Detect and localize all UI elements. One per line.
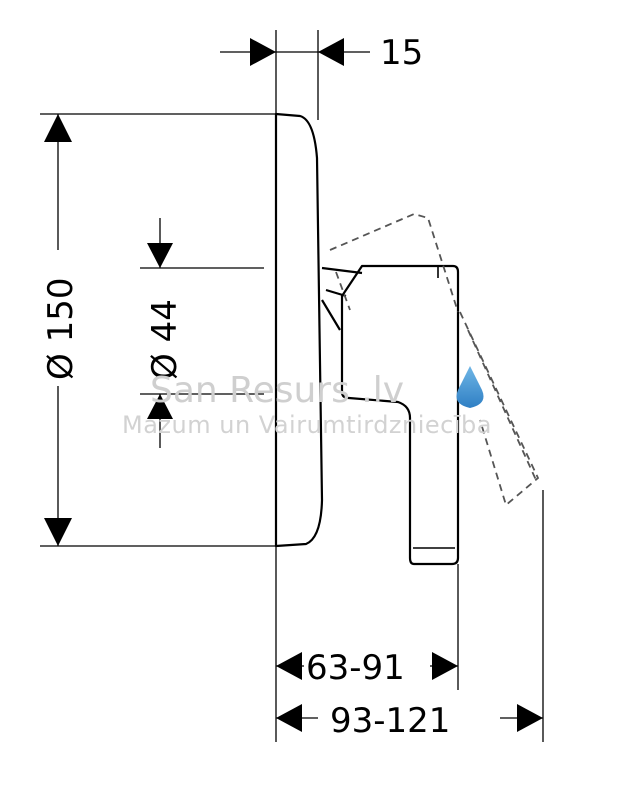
watermark: San Resurs .lv Mazum un Vairumtirdzniecī… — [122, 366, 492, 439]
dim-15-label: 15 — [380, 33, 423, 73]
dim-44-label: Ø 44 — [145, 299, 185, 380]
dim-93-121-label: 93-121 — [330, 701, 450, 741]
dim-63-91-label: 63-91 — [306, 648, 405, 688]
extension-lines — [40, 30, 544, 742]
water-drop-icon — [456, 366, 484, 408]
lever-alt-position — [329, 213, 540, 507]
mixer-outline — [274, 112, 460, 566]
dim-63-91: 63-91 — [276, 646, 458, 688]
lever-body — [340, 264, 460, 566]
dim-150: Ø 150 — [41, 114, 81, 546]
dim-15: 15 — [220, 33, 423, 73]
watermark-brand: San Resurs .lv — [150, 370, 404, 411]
dim-150-label: Ø 150 — [41, 278, 81, 380]
cover-plate — [274, 112, 324, 548]
watermark-tagline: Mazum un Vairumtirdzniecība — [122, 411, 492, 439]
dim-44: Ø 44 — [145, 218, 185, 448]
dim-93-121: 93-121 — [276, 698, 543, 741]
